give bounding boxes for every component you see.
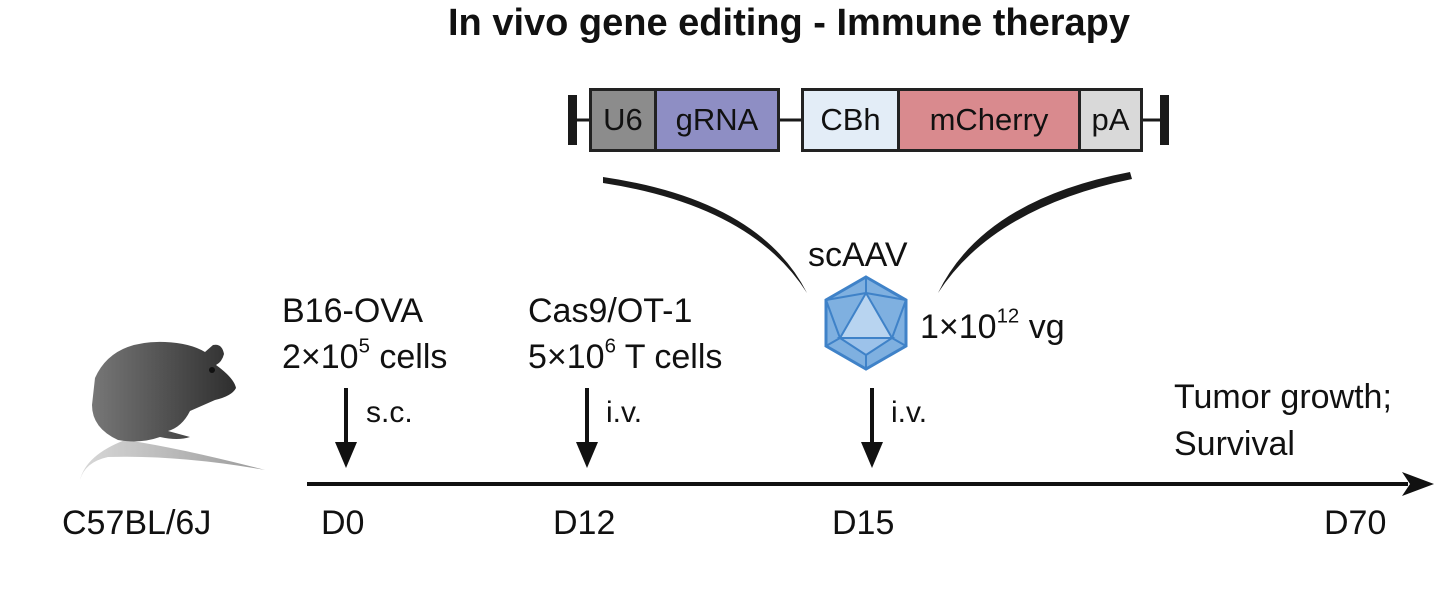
cas9-route: i.v.: [606, 396, 643, 429]
endpoint-line1: Tumor growth;: [1174, 378, 1392, 416]
segment-cbh: CBh: [801, 88, 900, 152]
day-label-d12: D12: [553, 504, 616, 542]
day-label-d0: D0: [321, 504, 365, 542]
arrow-d12: [576, 388, 598, 468]
mouse-strain-label: C57BL/6J: [62, 504, 212, 542]
segment-u6: U6: [589, 88, 657, 152]
arrow-d15: [861, 388, 883, 468]
mouse-icon: [80, 341, 265, 480]
cas9-cell-type: Cas9/OT-1: [528, 292, 693, 330]
vector-dose: 1×1012 vg: [920, 305, 1065, 346]
aav-route: i.v.: [891, 396, 928, 429]
cas9-cell-dose: 5×106 T cells: [528, 335, 723, 376]
b16-cell-dose: 2×105 cells: [282, 335, 448, 376]
callout-curve-right: [938, 172, 1132, 293]
aav-capsid-icon: [824, 275, 908, 371]
day-label-d70: D70: [1324, 504, 1387, 542]
callout-curve-left: [603, 177, 807, 293]
timeline-arrowhead: [1402, 472, 1434, 496]
segment-pa: pA: [1078, 88, 1143, 152]
itr-left: [568, 95, 577, 145]
diagram-title: In vivo gene editing - Immune therapy: [448, 2, 1130, 44]
vector-name: scAAV: [808, 236, 908, 274]
b16-route: s.c.: [366, 396, 413, 429]
segment-mcherry: mCherry: [897, 88, 1081, 152]
arrow-d0: [335, 388, 357, 468]
day-label-d15: D15: [832, 504, 895, 542]
endpoint-line2: Survival: [1174, 425, 1295, 463]
itr-right: [1160, 95, 1169, 145]
segment-grna: gRNA: [654, 88, 780, 152]
b16-cell-line: B16-OVA: [282, 292, 424, 330]
